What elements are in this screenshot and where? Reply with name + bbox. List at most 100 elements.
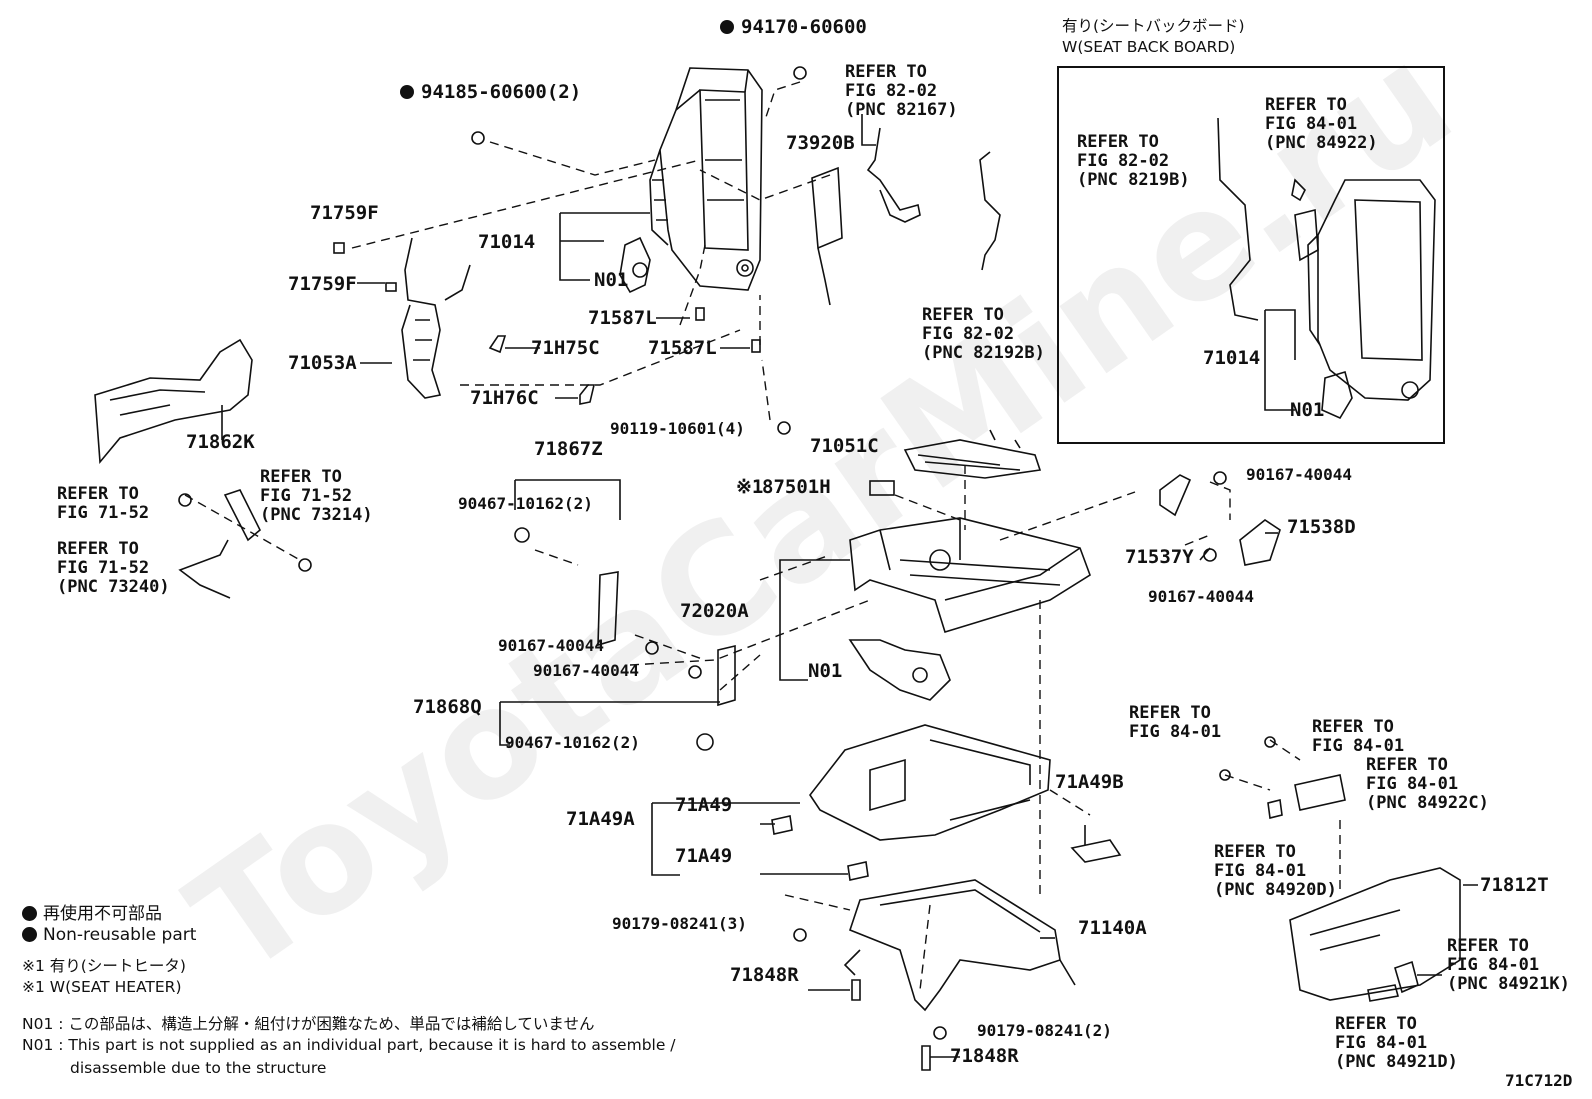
part-72020A-n01: N01 — [808, 660, 843, 682]
part-71H75C: 71H75C — [531, 337, 600, 359]
nut-71587L-a — [695, 307, 705, 321]
part-71140A: 71140A — [1078, 917, 1147, 939]
part-71A49-a: 71A49 — [675, 794, 733, 816]
screw-84-01-b — [1264, 736, 1276, 748]
bolt-94185 — [471, 131, 485, 145]
seatback-frame — [649, 67, 763, 291]
hinge-71538D — [1239, 519, 1281, 566]
bolt-94170 — [793, 66, 807, 80]
legend-n01-jp: N01 : この部品は、構造上分解・組付けが困難なため、単品では補給していません — [22, 1015, 595, 1033]
clip-90467-a — [514, 527, 530, 543]
figure-code: 71C712D — [1505, 1071, 1573, 1090]
seat-lower-frame — [843, 879, 1076, 1012]
bolt-90167-d — [1203, 548, 1217, 562]
seat-heater-mat — [903, 429, 1042, 479]
bullet-icon — [22, 927, 37, 942]
clip-71H75C — [488, 335, 507, 354]
part-71868Q: 71868Q — [413, 696, 482, 718]
part-71A49B: 71A49B — [1055, 771, 1124, 793]
recliner-motor — [619, 236, 651, 294]
legend-nonreusable-jp: 再使用不可部品 — [22, 899, 162, 924]
inset-part-71014: 71014 — [1203, 347, 1261, 369]
part-71014: 71014 — [478, 231, 536, 253]
clip-90467-b — [696, 733, 714, 751]
part-71A49-b: 71A49 — [675, 845, 733, 867]
part-90467-a: 90467-10162(2) — [458, 494, 593, 513]
pad-71A49-a — [771, 815, 793, 835]
inset-seatback-frame — [1217, 117, 1436, 420]
legend-heater-en: ※1 W(SEAT HEATER) — [22, 978, 182, 996]
seatback-side-cover — [94, 338, 253, 465]
part-72020A: 72020A — [680, 600, 749, 622]
clip-71759F-b — [385, 282, 397, 292]
nut-73214 — [298, 558, 312, 572]
inset-box — [1057, 66, 1445, 444]
part-90167-d: 90167-40044 — [1148, 587, 1254, 606]
nonreusable-bullet-94185 — [400, 85, 414, 99]
switch-84920D — [1267, 799, 1283, 819]
seat-motor — [848, 639, 951, 701]
part-71538D: 71538D — [1287, 516, 1356, 538]
bolt-71848R-a — [851, 979, 861, 1001]
part-71587L-a: 71587L — [588, 307, 657, 329]
knob-84921D — [1367, 984, 1400, 1002]
part-90167-a: 90167-40044 — [498, 636, 604, 655]
part-71537Y: 71537Y — [1125, 546, 1194, 568]
part-73920B: 73920B — [786, 132, 855, 154]
bolt-71-52 — [178, 493, 192, 507]
part-87501H-mark: ※1 — [736, 476, 764, 498]
part-71A49A: 71A49A — [566, 808, 635, 830]
part-71848R-b: 71848R — [950, 1045, 1019, 1067]
heater-connector — [869, 480, 895, 496]
part-94170: 94170-60600 — [741, 16, 867, 38]
inset-title-en: W(SEAT BACK BOARD) — [1062, 38, 1236, 56]
nut-90179-b — [933, 1026, 947, 1040]
pad-71A49-b — [847, 861, 869, 881]
bolt-90167-c — [1213, 471, 1227, 485]
bolt-90167-b — [688, 665, 702, 679]
legend-nonreusable-en: Non-reusable part — [22, 925, 196, 945]
seat-adjuster-frame — [849, 517, 1091, 633]
part-94185: 94185-60600(2) — [421, 81, 582, 103]
part-71051C: 71051C — [810, 435, 879, 457]
hinge-71537Y — [1159, 474, 1192, 517]
part-71759F-b: 71759F — [288, 273, 357, 295]
clip-71759F-a — [333, 242, 345, 254]
harness-82167 — [866, 127, 921, 223]
seat-cushion-pan — [809, 724, 1051, 841]
part-87501H: 87501H — [762, 476, 831, 498]
inset-part-n01: N01 — [1290, 399, 1325, 421]
part-71848R-a: 71848R — [730, 964, 799, 986]
part-90179-a: 90179-08241(3) — [612, 914, 747, 933]
nut-71587L-b — [751, 339, 761, 353]
bolt-90119 — [777, 421, 791, 435]
inset-title-jp: 有り(シートバックボード) — [1062, 17, 1245, 35]
bolt-90167-a — [645, 641, 659, 655]
switch-84921K — [1394, 960, 1419, 994]
lumbar-support — [401, 237, 471, 399]
clip-71H76C — [579, 384, 596, 405]
legend-heater-jp: ※1 有り(シートヒータ) — [22, 957, 186, 975]
bullet-icon — [22, 906, 37, 921]
pad-71A49B — [1070, 839, 1122, 863]
harness-82192B — [979, 151, 1001, 271]
part-71759F-a: 71759F — [310, 202, 379, 224]
nut-90179-a — [793, 928, 807, 942]
part-71053A: 71053A — [288, 352, 357, 374]
bracket-71867Z — [597, 571, 619, 647]
part-90119: 90119-10601(4) — [610, 419, 745, 438]
part-90467-b: 90467-10162(2) — [505, 733, 640, 752]
bracket-71868Q — [717, 644, 736, 707]
